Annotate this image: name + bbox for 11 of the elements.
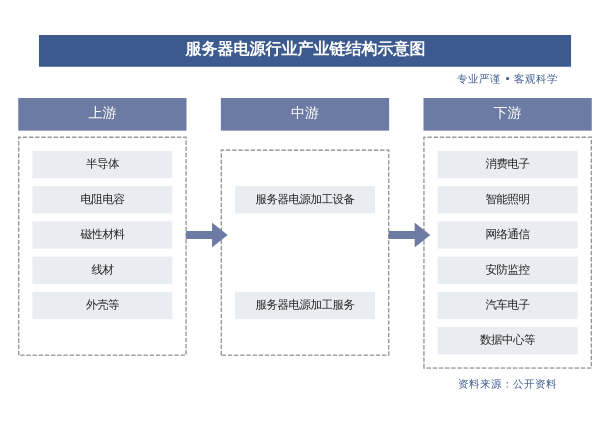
- diagram-title: 服务器电源行业产业链结构示意图: [186, 38, 426, 58]
- node-box: 中游: [220, 98, 390, 131]
- cluster: [18, 136, 187, 356]
- arrow: [388, 222, 430, 248]
- arrow: [186, 222, 228, 248]
- label: 资料来源：公开资料: [458, 378, 558, 391]
- node-box: 下游: [424, 98, 592, 131]
- cluster: [220, 149, 390, 356]
- node-box: 上游: [18, 98, 186, 131]
- label: 专业严谨 • 客观科学: [457, 74, 558, 86]
- cluster: [423, 136, 592, 369]
